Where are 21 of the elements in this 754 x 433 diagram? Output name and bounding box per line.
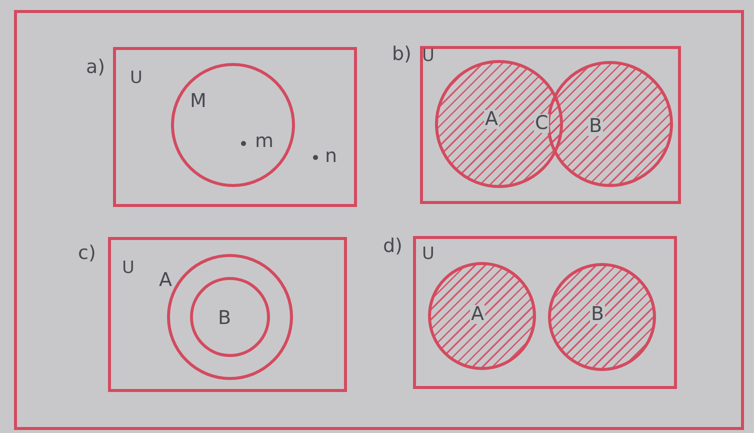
set-circle	[171, 63, 295, 187]
set-label: U	[422, 48, 434, 65]
panel-label: c)	[78, 244, 96, 263]
set-label: A	[159, 271, 172, 290]
panel-label: b)	[392, 45, 412, 64]
set-label: M	[190, 92, 206, 111]
set-label: A	[470, 305, 485, 324]
panel-label: a)	[86, 58, 106, 77]
set-label: U	[130, 70, 142, 87]
page-frame	[14, 10, 744, 430]
set-label: B	[590, 305, 606, 324]
set-circle	[190, 277, 270, 357]
set-label: A	[484, 110, 499, 129]
element-label: n	[325, 147, 338, 166]
set-label: U	[422, 246, 434, 263]
intersection-label: C	[534, 114, 550, 133]
set-label: U	[122, 260, 134, 277]
element-label: m	[255, 132, 274, 151]
panel-label: d)	[383, 237, 402, 256]
set-label: B	[588, 117, 604, 136]
set-label: B	[218, 309, 232, 328]
